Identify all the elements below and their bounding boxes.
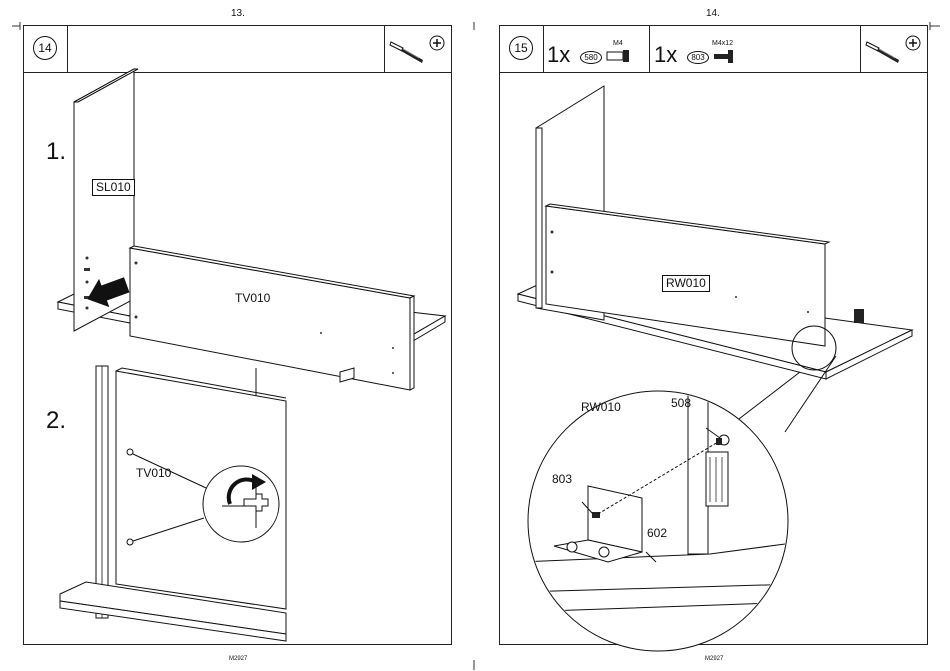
step-header: 14: [24, 26, 451, 73]
assembly-drawing: [500, 72, 929, 646]
part-size: M4: [613, 40, 623, 47]
step-number-cell: 14: [24, 26, 68, 72]
footer-code: M2927: [705, 656, 723, 662]
step-number-badge: 14: [33, 36, 57, 60]
screwdriver-icon: [390, 42, 423, 63]
part-label-tv010-detail: TV010: [136, 466, 171, 480]
part-code: 803: [687, 51, 709, 64]
step-header: 15 1x 580 M4 1x 803 M4x12: [500, 26, 927, 73]
step-panel-right: 15 1x 580 M4 1x 803 M4x12: [499, 25, 928, 645]
screw-icon: [712, 48, 742, 66]
detail-label-dowel: 508: [671, 396, 691, 410]
phillips-head-icon: [906, 36, 920, 50]
part-size: M4x12: [712, 40, 733, 47]
page-number: 14.: [706, 8, 720, 19]
part-label-sl010: SL010: [92, 179, 135, 196]
substep-2-drawing: [24, 356, 453, 646]
substep-1-drawing: [24, 72, 453, 372]
phillips-head-icon: [430, 36, 444, 50]
part-cell-803: 1x 803 M4x12: [650, 26, 820, 72]
detail-label-panel: RW010: [581, 400, 621, 414]
footer-code: M2927: [229, 656, 247, 662]
detail-label-screw: 803: [552, 472, 572, 486]
step-number-badge: 15: [509, 36, 533, 60]
step-panel-left: 14 1. 2.: [23, 25, 452, 645]
part-quantity: 1x: [547, 42, 570, 68]
part-label-tv010: TV010: [235, 291, 270, 305]
part-cell-580: 1x 580 M4: [543, 26, 650, 72]
step-number-cell: 15: [500, 26, 544, 72]
part-label-rw010: RW010: [662, 275, 710, 292]
tool-cell: [860, 26, 927, 72]
detail-label-bracket: 602: [647, 526, 667, 540]
part-quantity: 1x: [654, 42, 677, 68]
part-code: 580: [580, 51, 602, 64]
screwdriver-icon: [866, 42, 899, 63]
cam-dowel-icon: [605, 48, 635, 66]
tool-cell: [384, 26, 451, 72]
